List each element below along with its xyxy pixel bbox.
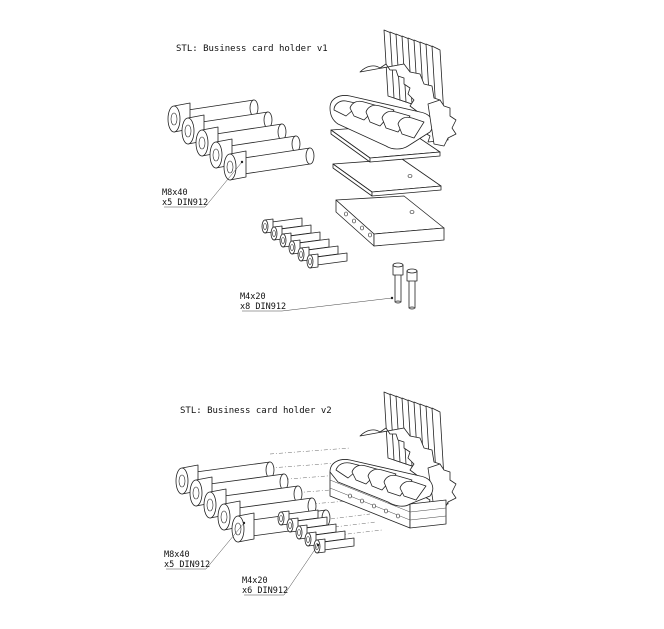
v1-small-bolt-qty: x8 DIN912 bbox=[240, 302, 287, 312]
v1-title: STL: Business card holder v1 bbox=[176, 44, 328, 54]
v2-large-bolt-size: M8x40 bbox=[164, 550, 190, 560]
v2-large-bolt-3 bbox=[203, 485, 303, 519]
v2-title: STL: Business card holder v2 bbox=[180, 406, 332, 416]
v1-small-bolt-6 bbox=[306, 252, 348, 269]
v2-leaders bbox=[166, 521, 320, 596]
v1-large-bolt-5 bbox=[223, 147, 315, 181]
v2-small-bolt-qty: x6 DIN912 bbox=[242, 586, 289, 596]
v1-vertical-bolt-1 bbox=[392, 262, 404, 304]
v1-large-bolt-1 bbox=[167, 99, 259, 133]
v1-large-bolts bbox=[167, 99, 315, 181]
v2-small-bolt-size: M4x20 bbox=[242, 576, 268, 586]
v1-card-holder bbox=[329, 29, 457, 150]
v2-small-bolts bbox=[277, 509, 355, 554]
v1-large-bolt-qty: x5 DIN912 bbox=[162, 198, 209, 208]
v1-small-bolt-size: M4x20 bbox=[240, 292, 266, 302]
v1-large-bolt-size: M8x40 bbox=[162, 188, 188, 198]
v1-vertical-bolt-2 bbox=[406, 268, 418, 310]
v1-small-bolts bbox=[261, 217, 418, 310]
v1-leaders bbox=[164, 160, 394, 312]
v2-large-bolt-qty: x5 DIN912 bbox=[164, 560, 211, 570]
v2-card-holder bbox=[329, 391, 457, 529]
